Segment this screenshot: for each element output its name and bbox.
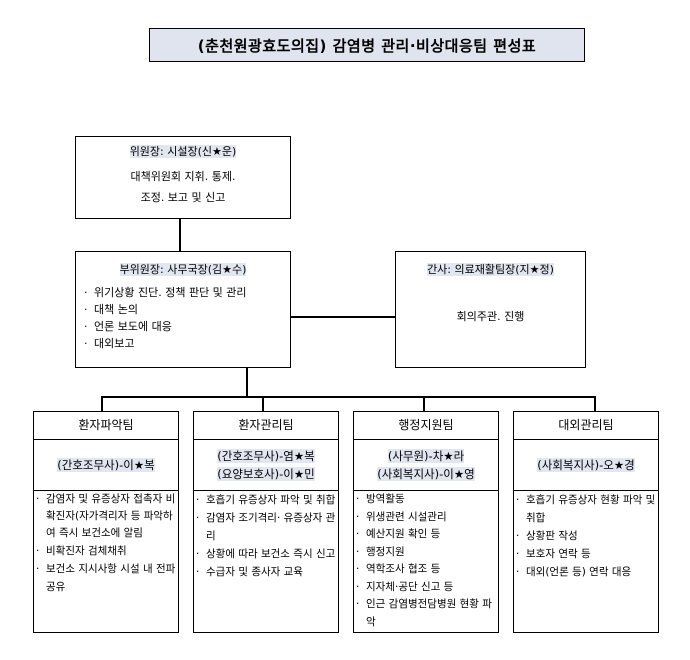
team-box-patient-identification: 환자파악팀 (간호조무사)-이★복 감염자 및 유증상자 접촉자 비확진자(자가… (33, 411, 179, 633)
vice-chair-item: 대외보고 (82, 335, 290, 352)
vice-chair-item: 위기상황 진단. 정책 판단 및 관리 (82, 284, 290, 301)
team-leader: (사회복지사)-오★경 (537, 458, 635, 472)
team-item: 감염자 조기격리· 유증상자 관리 (194, 509, 338, 545)
secretary-desc: 회의주관. 진행 (456, 310, 525, 323)
connector-team4 (594, 396, 596, 411)
team-item: 보호자 연락 등 (514, 545, 658, 563)
connector-team2 (262, 396, 264, 411)
team-leader: (간호조무사)-이★복 (57, 458, 155, 472)
team-box-external-relations: 대외관리팀 (사회복지사)-오★경 호흡기 유증상자 현황 파악 및 취합 상황… (513, 411, 659, 633)
secretary-heading: 간사: 의료재활팀장(지★정) (427, 263, 554, 276)
team-leader: (요양보호사)-이★민 (217, 467, 315, 481)
team-item: 보건소 지시사항 시설 내 전파 공유 (34, 560, 178, 596)
team-item: 행정지원 (354, 544, 498, 562)
vice-chair-item: 언론 보도에 대응 (82, 318, 290, 335)
team-item: 호흡기 유증상자 파악 및 취합 (194, 491, 338, 509)
team-name: 환자관리팀 (238, 418, 294, 432)
team-item: 역학조사 협조 등 (354, 561, 498, 579)
team-item: 예산지원 확인 등 (354, 526, 498, 544)
connector-team3 (423, 396, 425, 411)
team-name: 대외관리팀 (558, 418, 614, 432)
team-item: 방역활동 (354, 491, 498, 509)
vice-chair-heading: 부위원장: 사무국장(김★수) (119, 263, 247, 276)
team-name: 행정지원팀 (398, 418, 454, 432)
connector-vice-secretary (291, 316, 395, 318)
team-item: 위생관련 시설관리 (354, 509, 498, 527)
connector-chair-vice (179, 219, 181, 251)
team-item: 감염자 및 유증상자 접촉자 비확진자(자가격리자 등 파악하여 즉시 보건소에… (34, 491, 178, 542)
team-item: 수급자 및 종사자 교육 (194, 563, 338, 581)
chair-desc-line1: 대책위원회 지휘. 통제. (130, 170, 236, 183)
chair-heading: 위원장: 시설장(신★운) (129, 145, 237, 158)
vice-chair-item: 대책 논의 (82, 301, 290, 318)
connector-team-bus (101, 396, 595, 398)
secretary-box: 간사: 의료재활팀장(지★정) 회의주관. 진행 (395, 251, 586, 368)
vice-chair-box: 부위원장: 사무국장(김★수) 위기상황 진단. 정책 판단 및 관리 대책 논… (75, 251, 291, 368)
team-item: 지자체·공단 신고 등 (354, 579, 498, 597)
team-item: 상황판 작성 (514, 527, 658, 545)
team-box-admin-support: 행정지원팀 (사무원)-차★라 (사회복지사)-이★영 방역활동 위생관련 시설… (353, 411, 499, 633)
team-item: 비확진자 검체채취 (34, 542, 178, 560)
connector-vice-teams (246, 368, 248, 397)
team-leader: (사회복지사)-이★영 (377, 467, 475, 481)
team-item: 호흡기 유증상자 현황 파악 및 취합 (514, 491, 658, 527)
team-item: 상황에 따라 보건소 즉시 신고 (194, 545, 338, 563)
chair-box: 위원장: 시설장(신★운) 대책위원회 지휘. 통제. 조정. 보고 및 신고 (75, 136, 291, 219)
chair-desc-line2: 조정. 보고 및 신고 (140, 191, 226, 204)
team-name: 환자파악팀 (78, 418, 134, 432)
chart-title: (춘천원광효도의집) 감염병 관리·비상대응팀 편성표 (149, 28, 585, 62)
team-item: 대외(언론 등) 연락 대응 (514, 563, 658, 581)
connector-team1 (101, 396, 103, 411)
team-leader: (간호조무사)-염★복 (217, 449, 315, 463)
team-leader: (사무원)-차★라 (387, 449, 465, 463)
team-box-patient-management: 환자관리팀 (간호조무사)-염★복 (요양보호사)-이★민 호흡기 유증상자 파… (193, 411, 339, 633)
team-item: 인근 감염병전담병원 현황 파악 (354, 596, 498, 631)
